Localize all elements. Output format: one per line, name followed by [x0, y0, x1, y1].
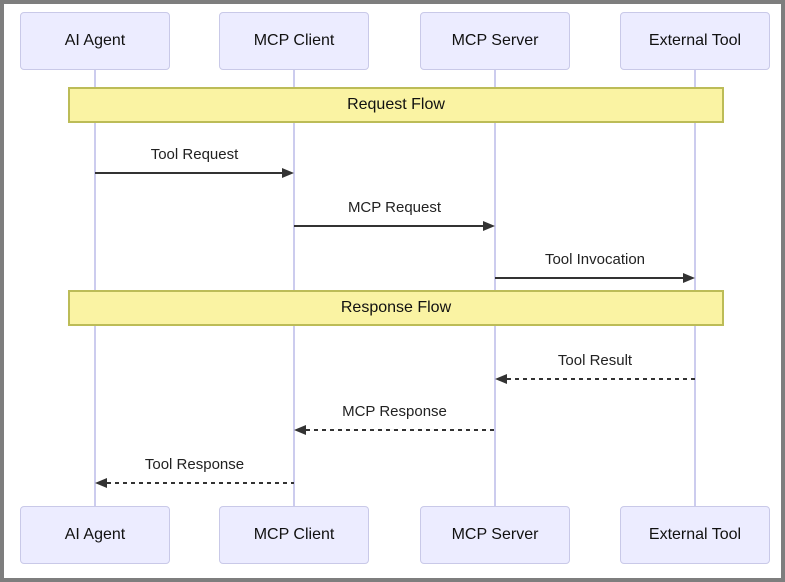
message-line [495, 277, 685, 279]
lifeline-mcp-server [494, 70, 496, 506]
section-label: Request Flow [347, 96, 445, 113]
message-label: MCP Request [347, 199, 442, 216]
arrowhead-right-icon [282, 168, 294, 178]
actor-top-mcp-client: MCP Client [219, 12, 369, 70]
actor-label: External Tool [648, 526, 742, 543]
message-line [107, 482, 294, 484]
lifeline-ai-agent [94, 70, 96, 506]
actor-label: MCP Client [253, 526, 335, 543]
arrowhead-right-icon [683, 273, 695, 283]
actor-label: AI Agent [64, 526, 126, 543]
message-label: MCP Response [342, 403, 447, 420]
message-line [306, 429, 495, 431]
arrowhead-left-icon [95, 478, 107, 488]
arrowhead-right-icon [483, 221, 495, 231]
actor-label: AI Agent [64, 32, 126, 49]
actor-label: MCP Server [451, 32, 539, 49]
lifeline-external-tool [694, 70, 696, 506]
message-label: Tool Response [144, 456, 245, 473]
arrowhead-left-icon [495, 374, 507, 384]
message-label: Tool Request [150, 146, 239, 163]
section-band-response-flow: Response Flow [68, 290, 724, 326]
section-label: Response Flow [340, 299, 452, 316]
actor-label: MCP Client [253, 32, 335, 49]
actor-label: MCP Server [451, 526, 539, 543]
message-line [507, 378, 695, 380]
message-line [294, 225, 485, 227]
actor-top-ai-agent: AI Agent [20, 12, 170, 70]
actor-label: External Tool [648, 32, 742, 49]
message-line [95, 172, 284, 174]
actor-bottom-external-tool: External Tool [620, 506, 770, 564]
actor-bottom-mcp-server: MCP Server [420, 506, 570, 564]
actor-bottom-mcp-client: MCP Client [219, 506, 369, 564]
arrowhead-left-icon [294, 425, 306, 435]
section-band-request-flow: Request Flow [68, 87, 724, 123]
actor-top-external-tool: External Tool [620, 12, 770, 70]
lifeline-mcp-client [293, 70, 295, 506]
message-label: Tool Invocation [544, 251, 646, 268]
message-label: Tool Result [557, 352, 633, 369]
actor-bottom-ai-agent: AI Agent [20, 506, 170, 564]
actor-top-mcp-server: MCP Server [420, 12, 570, 70]
